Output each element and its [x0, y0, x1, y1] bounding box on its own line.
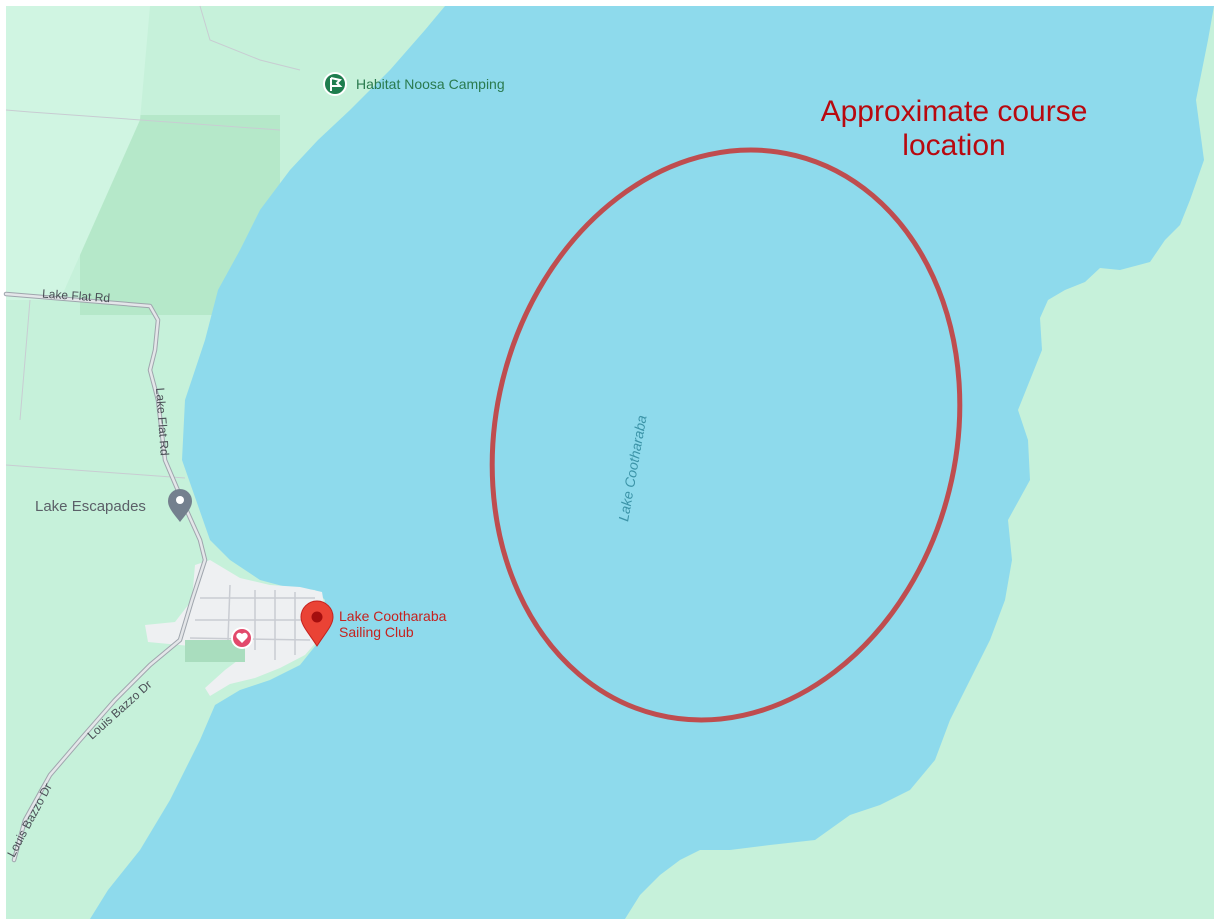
town-area — [145, 560, 325, 696]
annotation-line2: location — [902, 129, 1005, 162]
annotation-line1: Approximate course — [821, 95, 1088, 128]
road-label-lake-flat-rd-h: Lake Flat Rd — [42, 287, 111, 306]
grey-location-pin-icon — [168, 489, 192, 522]
camping-flag-icon — [323, 72, 347, 96]
heart-icon — [236, 632, 248, 643]
place-label-sailing-club-line1: Lake Cootharaba — [339, 608, 447, 624]
sailing-club-marker[interactable]: Lake Cootharaba Sailing Club — [300, 600, 447, 647]
place-label-habitat-noosa-camping: Habitat Noosa Camping — [356, 76, 505, 92]
lake-water — [90, 6, 1214, 919]
town-streets — [189, 584, 318, 660]
road-label-lake-flat-rd-v: Lake Flat Rd — [153, 387, 172, 456]
course-area-ellipse — [489, 147, 963, 723]
camping-marker[interactable]: Habitat Noosa Camping — [323, 72, 505, 96]
place-label-lake-escapades: Lake Escapades — [35, 498, 146, 515]
park-area — [185, 640, 245, 662]
red-location-pin-icon — [300, 600, 334, 647]
minor-tracks — [5, 5, 301, 479]
place-label-sailing-club-line2: Sailing Club — [339, 624, 414, 640]
land-strip — [6, 6, 150, 300]
favorite-marker[interactable] — [231, 627, 253, 649]
lake-escapades-marker[interactable]: Lake Escapades — [35, 489, 192, 522]
roads — [3, 291, 208, 863]
